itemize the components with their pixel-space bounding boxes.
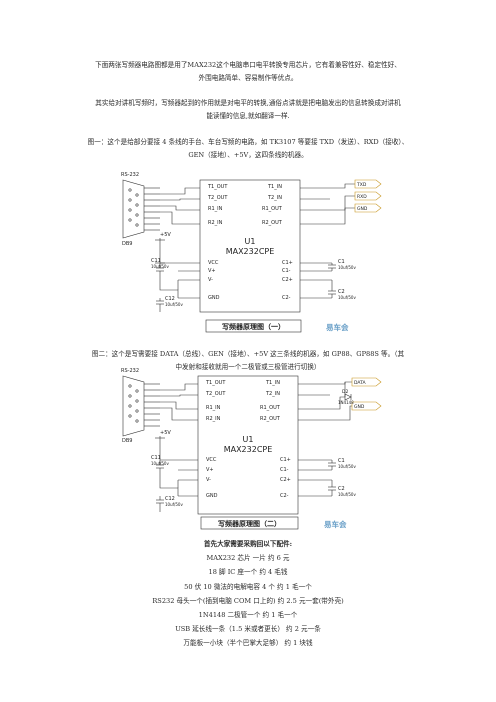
- cap-c12-label-1: C12: [165, 296, 175, 302]
- connector-model-2: DB9: [122, 438, 132, 444]
- pin-c1minus-2: C1-: [280, 467, 289, 473]
- schematic-title-1: 写频器原理图（一）: [222, 322, 285, 331]
- pin-gnd-2: GND: [206, 493, 218, 499]
- pin-gnd-1: GND: [208, 295, 220, 301]
- cap-c12-label-2: C12: [165, 496, 175, 502]
- parts-item: 50 伏 10 微法的电解电容 4 个 约 1 毛一个: [184, 582, 312, 591]
- cap-c12-value-1: 10uf/50v: [165, 302, 183, 307]
- pin-c2plus-1: C2+: [282, 277, 293, 283]
- parts-item: RS232 母头一个(插到电脑 COM 口上的) 约 2.5 元一套(带外壳): [152, 596, 344, 605]
- cap-c11-label-1: C11: [151, 258, 161, 264]
- pin-c2plus-2: C2+: [280, 477, 291, 483]
- connector-label-1: RS-232: [121, 172, 139, 178]
- fig2-caption-line-2: 中发射和接收就用一个二极管或三极管进行切换）: [175, 363, 321, 371]
- pin-c1plus-1: C1+: [282, 260, 293, 266]
- cap-c11-label-2: C11: [151, 455, 161, 461]
- vcc-label-2: +5V: [160, 430, 171, 436]
- chip-ref-1: U1: [245, 237, 256, 246]
- intro-line-2: 外围电路简单、容易制作等优点。: [198, 74, 298, 82]
- diode-ref: D2: [342, 389, 348, 395]
- schematic-1-labels: RS-232 DB9 T1_OUT T2_OUT R1_IN R2_IN T1_…: [121, 172, 368, 332]
- parts-item: USB 延长线一条（1.5 米或者更长） 约 2 元一条: [175, 625, 321, 634]
- pin-c1plus-2: C1+: [280, 457, 291, 463]
- intro-line-3: 其实给对讲机写频时，写频器起到的作用就是对电平的转换,通俗点讲就是把电脑发出的信…: [95, 99, 401, 107]
- cap-c1-label-1: C1: [338, 259, 345, 265]
- cap-c2-label-1: C2: [338, 289, 345, 295]
- pin-r2-in-1: R2_IN: [208, 220, 223, 226]
- pin-t2-out-1: T2_OUT: [207, 195, 228, 201]
- cap-c2-value-1: 10uf/50v: [338, 295, 356, 300]
- diode-model: 1N4148: [338, 400, 354, 405]
- pin-r2-out-1: R2_OUT: [262, 220, 283, 226]
- cap-c11-value-2: 10uf/50v: [151, 461, 169, 466]
- pin-c2minus-1: C2-: [282, 295, 291, 301]
- pin-t1-in-2: T1_IN: [265, 380, 280, 386]
- schematic-figure-2: [122, 375, 382, 530]
- vcc-label-1: +5V: [160, 232, 171, 238]
- intro-line-4: 能读懂的信息,就如翻译一样.: [206, 112, 290, 120]
- cap-c1-value-1: 10uf/50v: [338, 265, 356, 270]
- fig1-caption-line-2: GEN（接地）、+5V，这四条线的机器。: [188, 151, 308, 159]
- parts-item: 万能板一小块（半个巴掌大足够） 约 1 块钱: [183, 639, 313, 648]
- pin-r1-in-2: R1_IN: [206, 405, 221, 411]
- pin-vminus-2: V-: [206, 477, 211, 483]
- cap-c2-value-2: 10uf/50v: [338, 492, 356, 497]
- pin-r2-in-2: R2_IN: [206, 416, 221, 422]
- pin-r1-in-1: R1_IN: [208, 206, 223, 212]
- pin-vminus-1: V-: [208, 277, 213, 283]
- pin-r1-out-1: R1_OUT: [262, 206, 283, 212]
- cap-c2-label-2: C2: [338, 486, 345, 492]
- connector-label-2: RS-232: [121, 368, 139, 374]
- pin-t2-in-1: T2_IN: [267, 195, 282, 201]
- parts-item: 1N4148 二极管一个 约 1 毛一个: [198, 611, 298, 620]
- signal-gnd-2: GND: [354, 404, 365, 410]
- watermark-1: 易车会: [326, 322, 349, 332]
- watermark-2: 易车会: [324, 519, 347, 529]
- signal-data: DATA: [354, 380, 367, 386]
- schematic-2-labels: RS-232 DB9 T1_OUT T2_OUT R1_IN R2_IN T1_…: [121, 368, 367, 529]
- pin-c1minus-1: C1-: [282, 268, 291, 274]
- cap-c12-value-2: 10uf/50v: [165, 502, 183, 507]
- cap-c1-label-2: C1: [338, 458, 345, 464]
- parts-list: 首先大家需要采购回以下配件: MAX232 芯片 一片 约 6 元 18 脚 I…: [140, 537, 356, 651]
- pin-vplus-1: V+: [208, 268, 216, 274]
- signal-gnd-1: GND: [357, 206, 368, 212]
- chip-name-1: MAX232CPE: [226, 247, 275, 256]
- pin-t2-out-2: T2_OUT: [205, 391, 226, 397]
- pin-vplus-2: V+: [206, 467, 214, 473]
- pin-vcc-1: VCC: [208, 260, 219, 266]
- connector-model-1: DB9: [122, 241, 132, 247]
- chip-name-2: MAX232CPE: [224, 445, 273, 454]
- pin-t1-out-1: T1_OUT: [207, 184, 228, 190]
- pin-r2-out-2: R2_OUT: [260, 416, 281, 422]
- pin-r1-out-2: R1_OUT: [260, 405, 281, 411]
- pin-vcc-2: VCC: [206, 457, 217, 463]
- parts-heading: 首先大家需要采购回以下配件:: [203, 540, 293, 548]
- signal-rxd: RXD: [357, 194, 367, 200]
- cap-c11-value-1: 10uf/50v: [151, 264, 169, 269]
- schematic-figure-1: [122, 179, 382, 333]
- signal-txd: TXD: [356, 182, 367, 188]
- fig1-caption-line-1: 图一：这个是给部分要接 4 条线的手台、车台写频的电路，如 TK3107 等要接…: [87, 138, 409, 146]
- chip-ref-2: U1: [243, 435, 254, 444]
- parts-item: 18 脚 IC 座一个 约 4 毛钱: [208, 568, 288, 577]
- parts-item: MAX232 芯片 一片 约 6 元: [206, 554, 290, 563]
- cap-c1-value-2: 10uf/50v: [338, 464, 356, 469]
- fig2-caption-line-1: 图二：这个是写需要接 DATA（总线）、GEN（接地）、+5V 这三条线的机器，…: [91, 350, 405, 358]
- pin-t1-out-2: T1_OUT: [205, 380, 226, 386]
- pin-c2minus-2: C2-: [280, 493, 289, 499]
- intro-line-1: 下面两张写频器电路图都是用了MAX232这个电脑串口电平转换专用芯片，它有着兼容…: [95, 61, 401, 69]
- schematic-title-2: 写频器原理图（二）: [218, 519, 281, 528]
- pin-t2-in-2: T2_IN: [265, 391, 280, 397]
- pin-t1-in-1: T1_IN: [267, 184, 282, 190]
